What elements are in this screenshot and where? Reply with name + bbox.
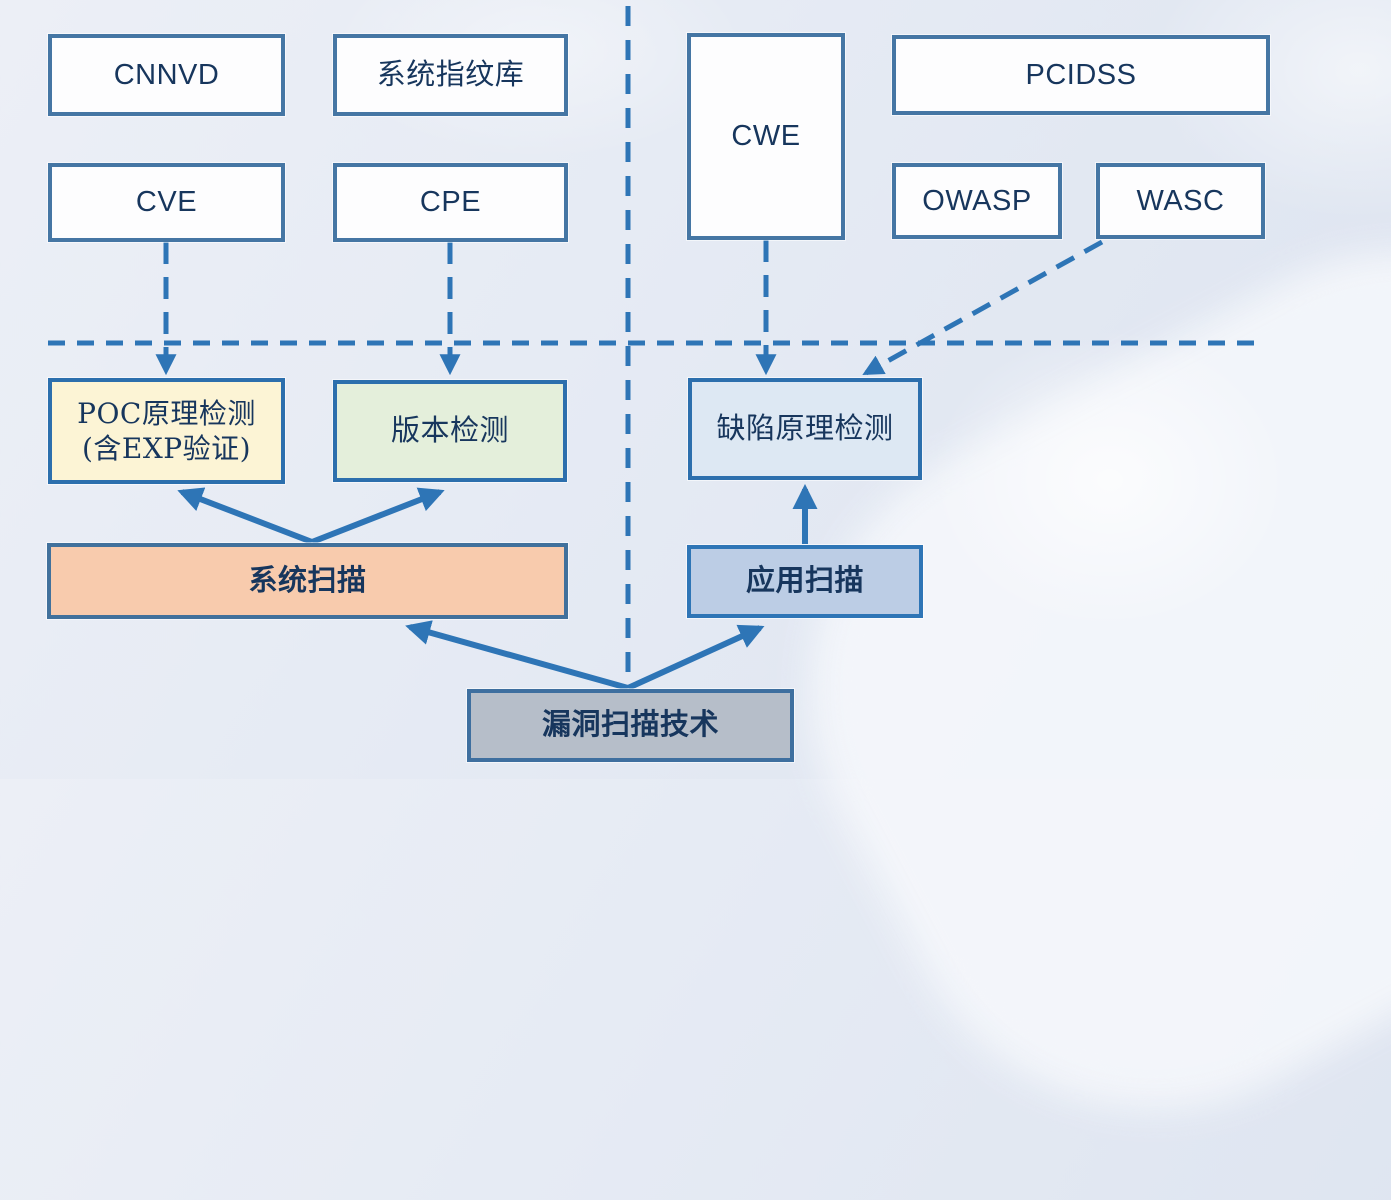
node-application-scan: 应用扫描 xyxy=(687,545,923,618)
node-system-scan-label: 系统扫描 xyxy=(248,564,367,597)
node-cnnvd: CNNVD xyxy=(48,34,285,116)
node-wasc-label: WASC xyxy=(1136,184,1225,217)
node-owasp: OWASP xyxy=(892,163,1062,239)
arrow-wasc-to-defect xyxy=(862,239,1104,376)
node-version-detection: 版本检测 xyxy=(333,380,567,482)
node-version-detection-label: 版本检测 xyxy=(390,414,509,447)
node-poc-principle-detection: POC原理检测 (含EXP验证) xyxy=(48,378,285,484)
node-owasp-label: OWASP xyxy=(922,184,1032,217)
arrow-system-scan-to-version xyxy=(310,487,445,545)
node-system-fingerprint-db-label: 系统指纹库 xyxy=(376,58,525,91)
node-system-scan: 系统扫描 xyxy=(47,543,568,619)
node-cnnvd-label: CNNVD xyxy=(113,58,220,91)
node-poc-principle-detection-line1: POC原理检测 xyxy=(77,397,256,430)
node-system-fingerprint-db: 系统指纹库 xyxy=(333,34,568,116)
node-cve: CVE xyxy=(48,163,285,242)
arrow-vuln-scan-to-system-scan xyxy=(405,620,629,691)
background-wash xyxy=(718,159,1391,1200)
node-cwe: CWE xyxy=(687,33,845,240)
node-vulnerability-scan-technique-label: 漏洞扫描技术 xyxy=(541,709,719,742)
node-defect-principle-detection-label: 缺陷原理检测 xyxy=(716,412,894,445)
node-defect-principle-detection: 缺陷原理检测 xyxy=(688,378,922,480)
node-cpe: CPE xyxy=(333,163,568,242)
node-cwe-label: CWE xyxy=(731,120,801,153)
arrow-vuln-scan-to-app-scan xyxy=(626,624,765,691)
node-cpe-label: CPE xyxy=(419,186,482,219)
node-application-scan-label: 应用扫描 xyxy=(745,565,864,598)
arrow-system-scan-to-poc xyxy=(177,487,314,545)
node-vulnerability-scan-technique: 漏洞扫描技术 xyxy=(467,689,794,762)
node-wasc: WASC xyxy=(1096,163,1265,239)
node-pcidss-label: PCIDSS xyxy=(1025,58,1137,91)
background-blob xyxy=(930,330,1290,630)
node-pcidss: PCIDSS xyxy=(892,35,1270,115)
node-cve-label: CVE xyxy=(135,186,198,219)
node-poc-principle-detection-line2: (含EXP验证) xyxy=(81,432,252,465)
